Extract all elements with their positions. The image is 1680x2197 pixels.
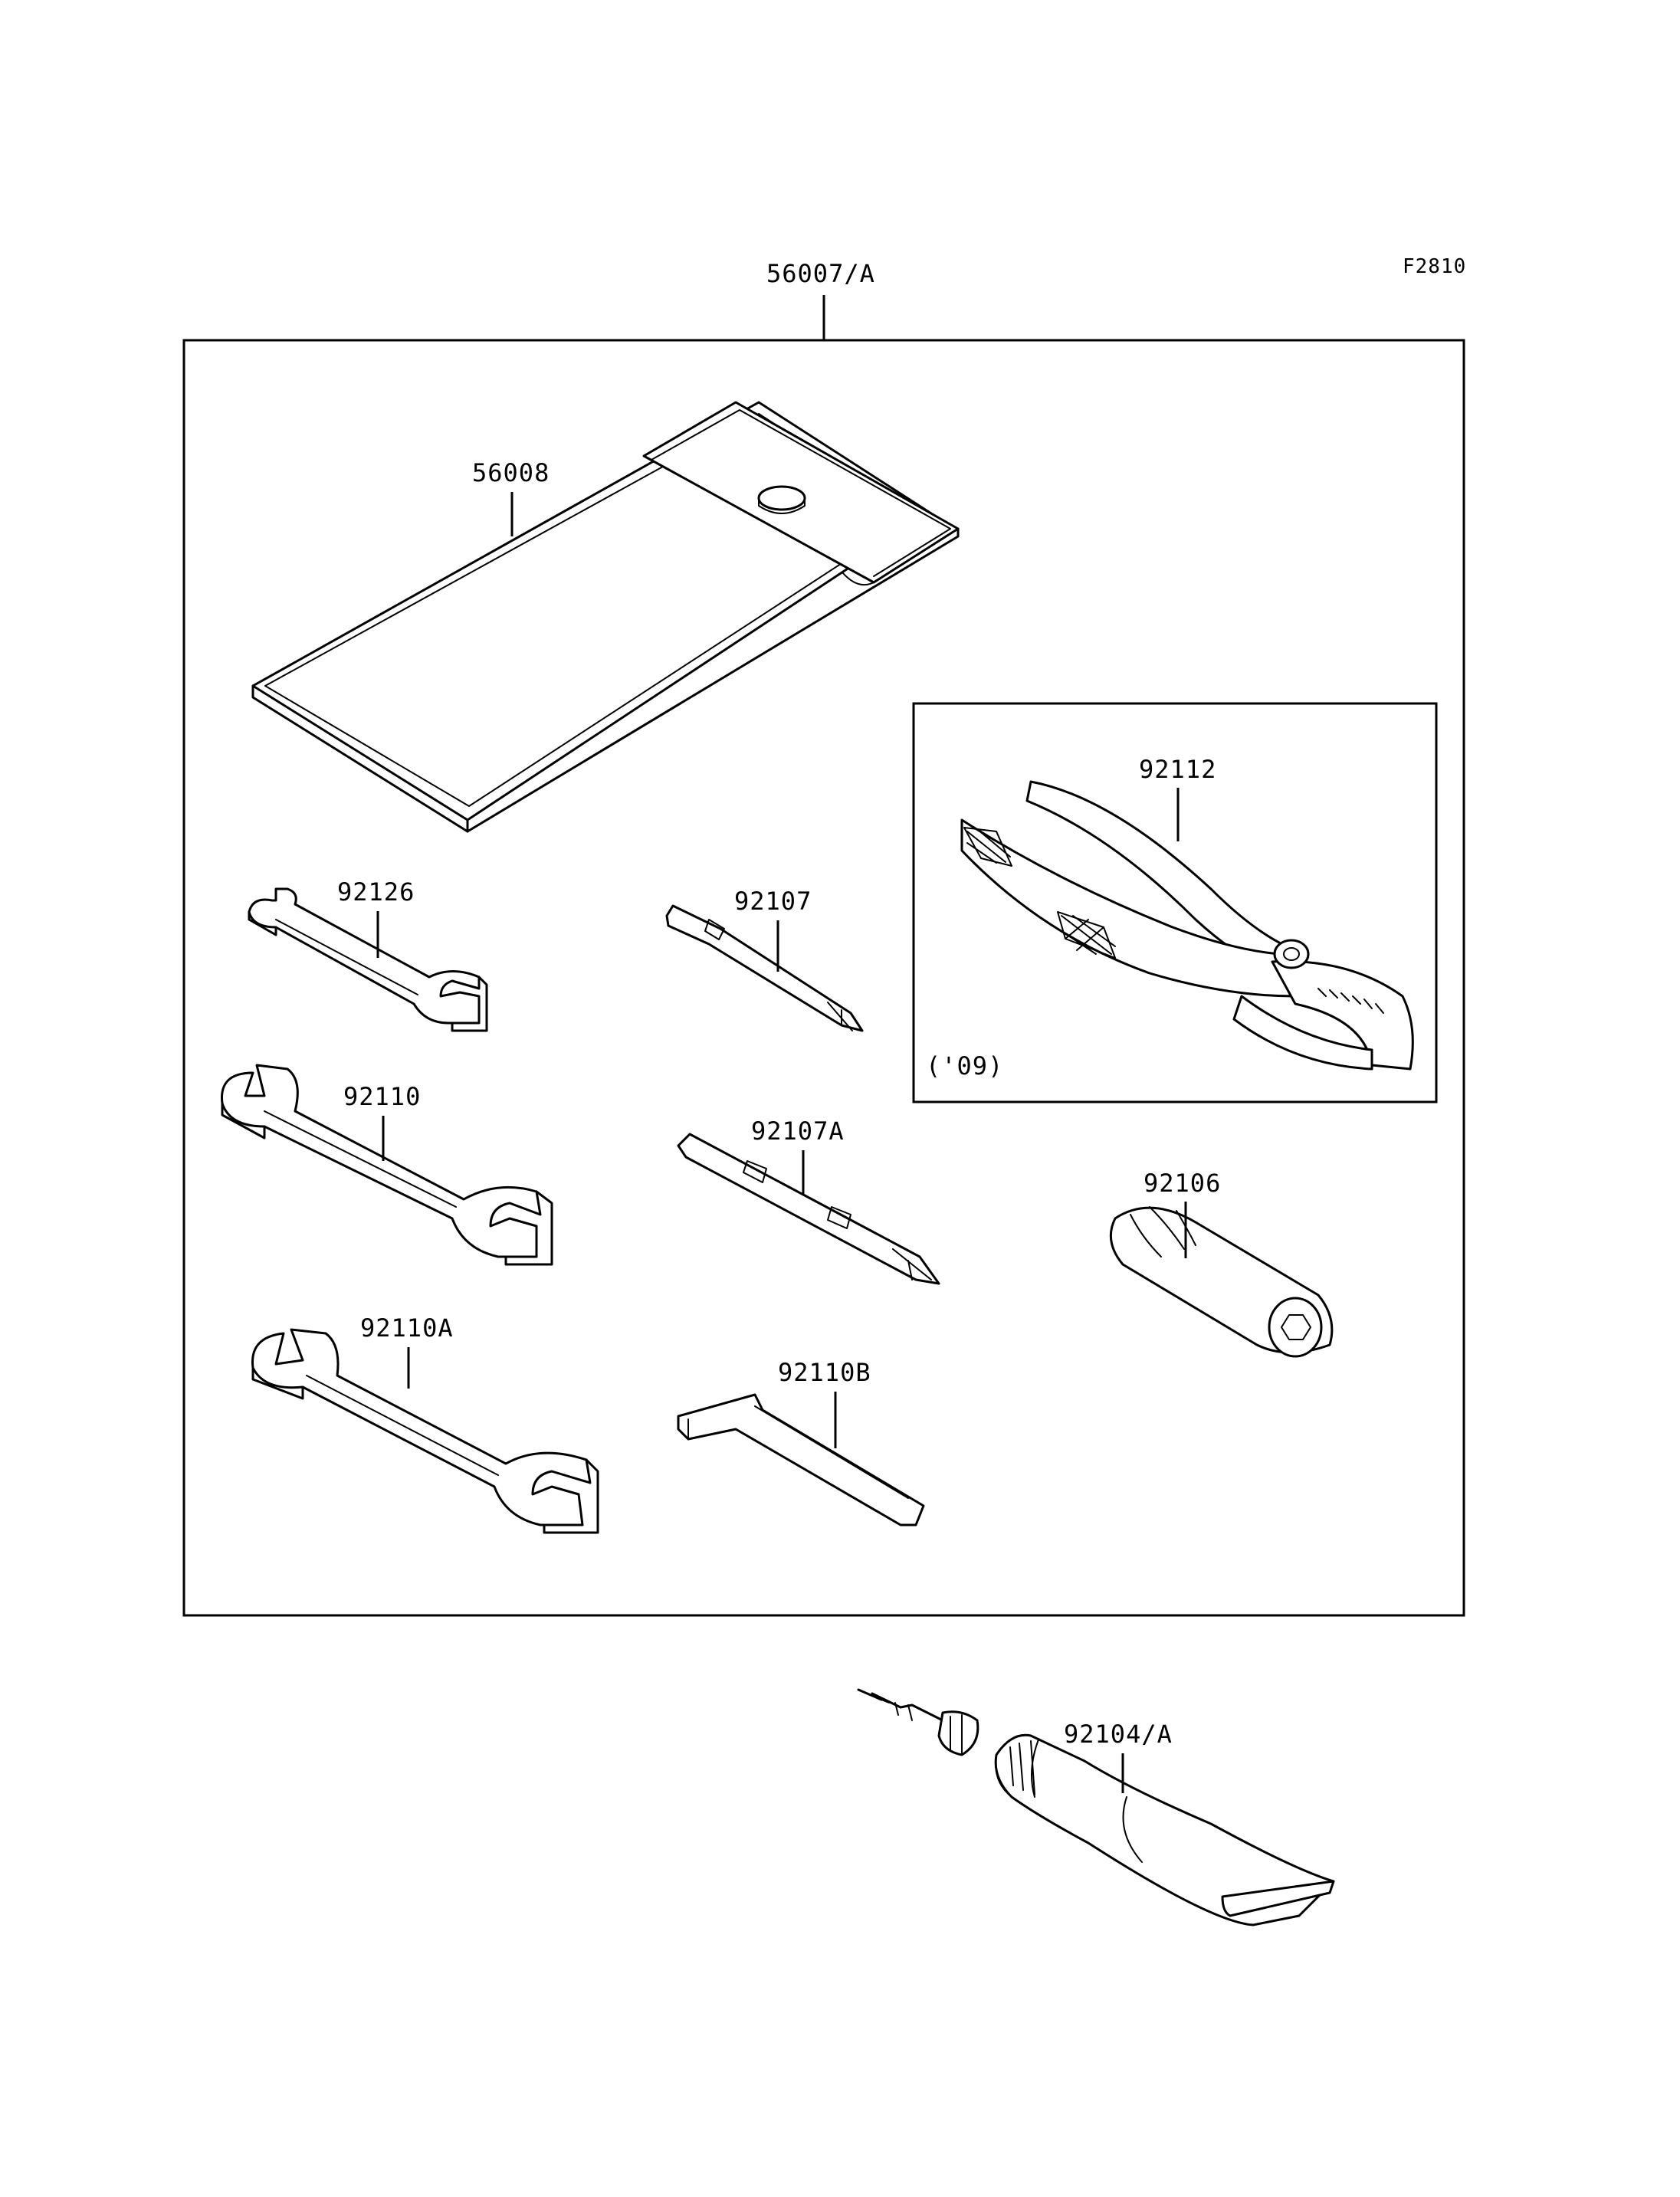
label-case: 56008 (472, 458, 550, 487)
label-hex-key: 92110B (778, 1358, 871, 1387)
driver-bit-long (677, 1133, 940, 1285)
pliers (960, 780, 1414, 1071)
pliers-inset-frame (912, 702, 1438, 1103)
pliers-year-note: ('09) (926, 1051, 1003, 1080)
label-kit: 56007/A (766, 259, 875, 288)
figure-ref: F2810 (1403, 255, 1466, 278)
wrench-medium (221, 1064, 553, 1266)
hex-key (677, 1393, 925, 1526)
label-grease-tube: 92104/A (1064, 1720, 1173, 1749)
label-driver-bit: 92107 (734, 887, 812, 916)
tool-case (251, 401, 960, 833)
label-wrench-large: 92110A (360, 1313, 454, 1343)
label-socket-handle: 92106 (1144, 1169, 1221, 1198)
label-driver-bit-long: 92107A (751, 1117, 845, 1146)
driver-bit (665, 904, 864, 1032)
socket-handle (1109, 1206, 1334, 1358)
wrench-large (251, 1328, 599, 1534)
grease-tube (857, 1688, 1335, 1926)
label-pliers: 92112 (1139, 755, 1216, 784)
label-wrench-medium: 92110 (343, 1082, 421, 1111)
wrench-small (248, 887, 488, 1032)
label-wrench-small: 92126 (337, 877, 415, 907)
kit-frame (182, 339, 1465, 1617)
